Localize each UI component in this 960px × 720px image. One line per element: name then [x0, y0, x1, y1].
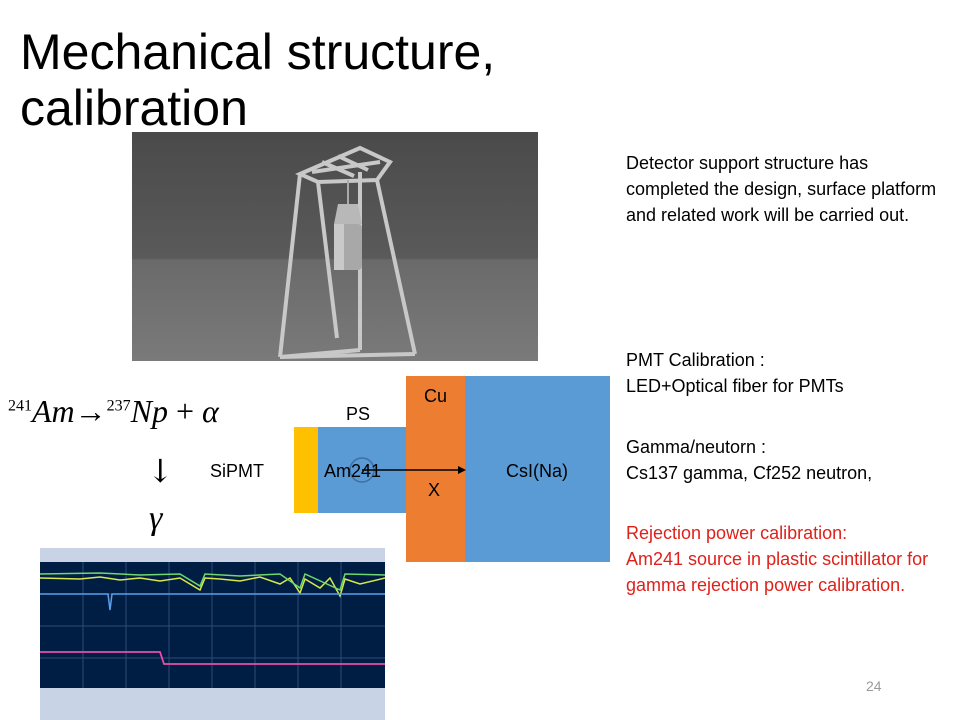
np-mass-number: 237 — [106, 397, 131, 415]
gamma-neutron-detail: Cs137 gamma, Cf252 neutron, — [626, 463, 873, 483]
down-arrow-icon: ↓ — [147, 452, 174, 490]
plus-sign: + — [176, 393, 195, 429]
x-label: X — [428, 480, 441, 500]
ps-label: PS — [346, 404, 371, 424]
description-text: Detector support structure has completed… — [626, 153, 937, 225]
np-symbol: Np — [130, 393, 168, 429]
am241-label: Am241 — [324, 461, 382, 481]
pmt-calibration-title: PMT Calibration : — [626, 350, 765, 370]
gamma-neutron-block: Gamma/neutorn : Cs137 gamma, Cf252 neutr… — [626, 434, 956, 486]
reaction-arrow: → — [74, 393, 107, 429]
page-number: 24 — [866, 678, 882, 694]
csi-label: CsI(Na) — [506, 461, 568, 481]
gamma-symbol: γ — [149, 500, 163, 537]
pmt-calibration-detail: LED+Optical fiber for PMTs — [626, 376, 844, 396]
ps-yellow-layer — [294, 427, 318, 513]
csi-crystal-block — [465, 376, 610, 562]
alpha-symbol: α — [202, 393, 219, 429]
rejection-detail: Am241 source in plastic scintillator for… — [626, 549, 929, 595]
cu-block — [406, 376, 465, 562]
am-symbol: Am — [32, 393, 75, 429]
oscilloscope-screenshot — [40, 548, 385, 720]
slide-title: Mechanical structure, calibration — [20, 24, 496, 136]
pmt-calibration-block: PMT Calibration : LED+Optical fiber for … — [626, 347, 956, 399]
detector-support-render — [132, 132, 538, 361]
decay-equation: 241Am→237Np + α — [8, 393, 219, 430]
cu-label: Cu — [424, 386, 448, 406]
am-mass-number: 241 — [8, 397, 32, 415]
rejection-block: Rejection power calibration: Am241 sourc… — [626, 520, 956, 598]
rejection-title: Rejection power calibration: — [626, 523, 848, 543]
gamma-neutron-title: Gamma/neutorn : — [626, 437, 767, 457]
source-arrow — [349, 457, 466, 483]
sipmt-label: SiPMT — [210, 461, 264, 481]
